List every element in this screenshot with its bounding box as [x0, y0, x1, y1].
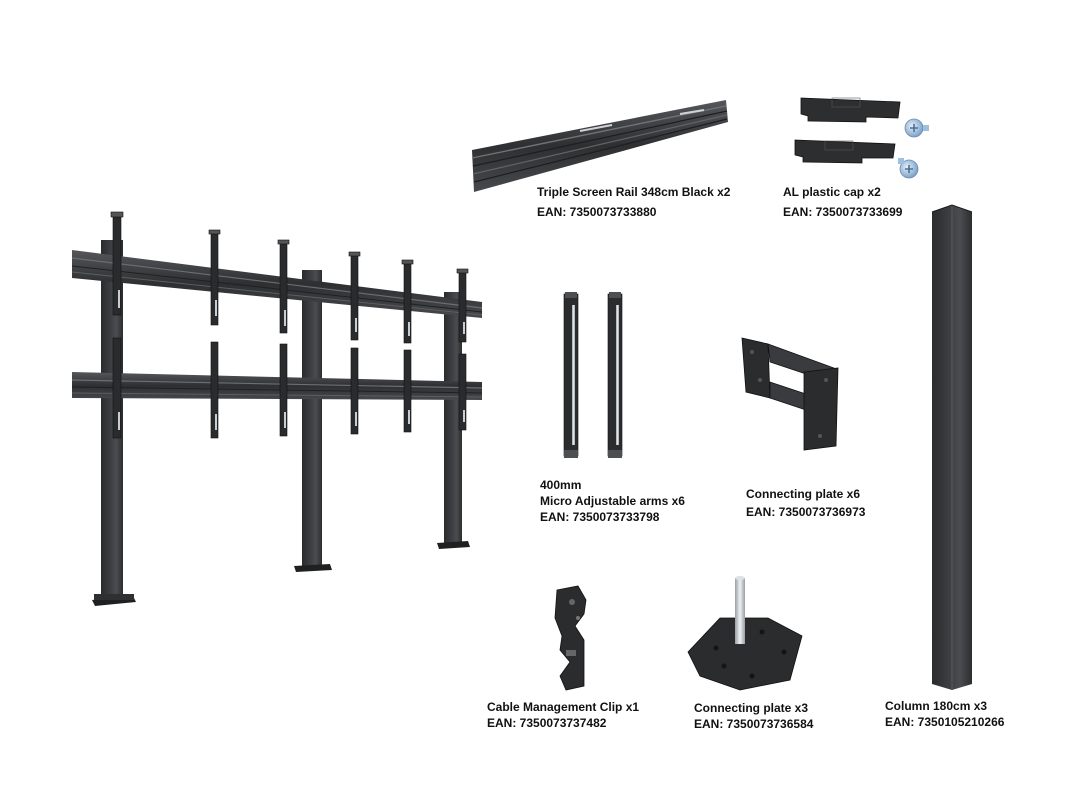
plastic-cap-image [794, 97, 901, 164]
clip-ean: EAN: 7350073737482 [487, 716, 607, 730]
arms-label: 400mm Micro Adjustable arms x6 EAN: 7350… [540, 477, 685, 525]
column-label: Column 180cm x3 EAN: 7350105210266 [885, 698, 1004, 730]
assembled-wall-mount [71, 211, 483, 606]
rail-name: Triple Screen Rail 348cm Black x2 [537, 185, 731, 199]
arms-ean: EAN: 7350073733798 [540, 510, 660, 524]
arms-name: Micro Adjustable arms x6 [540, 494, 685, 508]
assembled-column-left [92, 240, 136, 606]
clip-label: Cable Management Clip x1 EAN: 7350073737… [487, 699, 639, 731]
assembled-column-right [437, 292, 470, 549]
column-image [931, 204, 973, 690]
column-name: Column 180cm x3 [885, 699, 988, 713]
assembled-rail-bottom [71, 372, 483, 400]
plate3-label: Connecting plate x3 EAN: 7350073736584 [694, 700, 813, 732]
cap-name: AL plastic cap x2 [783, 185, 881, 199]
rail-ean: EAN: 7350073733880 [537, 205, 657, 219]
plate6-ean: EAN: 7350073736973 [746, 505, 866, 519]
assembled-arms-top [110, 211, 469, 344]
rail-label: Triple Screen Rail 348cm Black x2 EAN: 7… [537, 184, 730, 220]
assembled-arms-bottom [112, 337, 467, 439]
clip-name: Cable Management Clip x1 [487, 700, 640, 714]
assembled-column-middle [294, 270, 332, 572]
cable-clip-image [554, 585, 587, 691]
plate3-ean: EAN: 7350073736584 [694, 717, 814, 731]
screw-icon [898, 118, 929, 179]
micro-adjustable-arms-image [563, 292, 623, 458]
assembled-arm-highlights [118, 290, 465, 430]
cap-ean: EAN: 7350073733699 [783, 205, 903, 219]
arms-size: 400mm [540, 478, 582, 492]
connecting-plate-bracket-image [741, 337, 839, 451]
plate6-name: Connecting plate x6 [746, 487, 861, 501]
column-ean: EAN: 7350105210266 [885, 715, 1005, 729]
assembled-rail-top [71, 250, 483, 318]
plate6-label: Connecting plate x6 EAN: 7350073736973 [746, 486, 865, 520]
connecting-plate-base-image [687, 576, 803, 691]
cap-label: AL plastic cap x2 EAN: 7350073733699 [783, 184, 902, 220]
plate3-name: Connecting plate x3 [694, 701, 809, 715]
triple-screen-rail-image [471, 100, 728, 192]
